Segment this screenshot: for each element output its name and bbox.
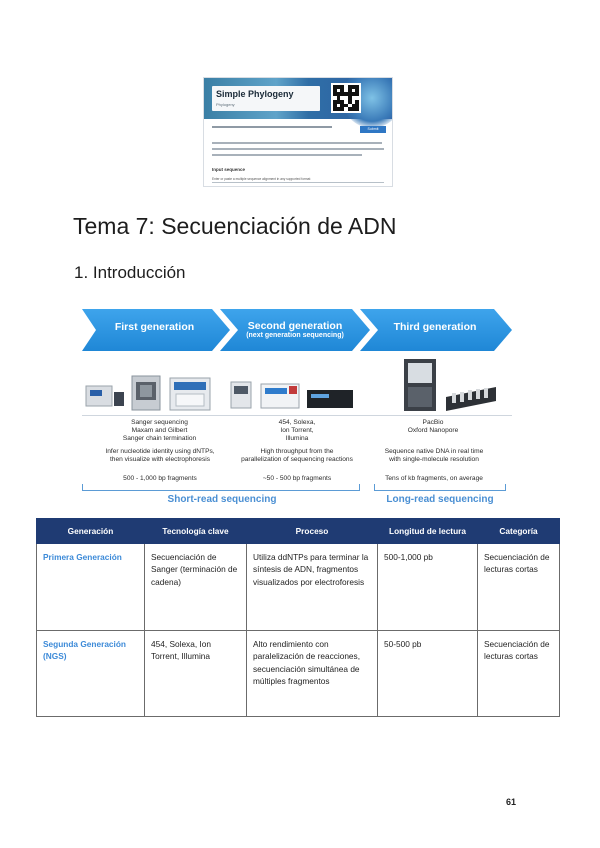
process-cell: Alto rendimiento con paralelización de r… (246, 630, 378, 717)
second-generation-sublabel: (next generation sequencing) (246, 332, 344, 339)
column-header: Categoría (477, 518, 560, 544)
chevron-third (360, 309, 512, 351)
column-header: Generación (36, 518, 145, 544)
third-gen-length: Tens of kb fragments, on average (385, 475, 483, 482)
screenshot-banner: Simple Phylogeny Phylogeny (204, 78, 392, 128)
category-cell: Secuenciación de lecturas cortas (477, 630, 560, 717)
screenshot-text-line (212, 126, 332, 128)
section-heading: 1. Introducción (74, 263, 186, 282)
third-generation-label: Third generation (393, 321, 477, 333)
page-number: 61 (506, 797, 517, 807)
chevron-first (82, 309, 230, 351)
screenshot-text-line (212, 148, 384, 150)
table-row: Segunda Generación (NGS) 454, Solexa, Io… (36, 630, 560, 717)
simple-phylogeny-screenshot: Simple Phylogeny Phylogeny Submit Input … (203, 77, 393, 187)
read-length-cell: 500-1,000 pb (377, 543, 478, 631)
short-read-label: Short-read sequencing (167, 494, 277, 505)
second-gen-technologies: 454, Solexa, Ion Torrent, Illumina (278, 419, 316, 442)
read-length-cell: 50-500 pb (377, 630, 478, 717)
first-gen-length: 500 - 1,000 bp fragments (123, 475, 197, 482)
column-header: Longitud de lectura (377, 518, 478, 544)
first-gen-method: Infer nucleotide identity using dNTPs, t… (105, 448, 215, 463)
screenshot-subtitle: Phylogeny (216, 102, 235, 107)
first-gen-instruments-image (85, 375, 211, 411)
screenshot-title: Simple Phylogeny (216, 89, 294, 99)
long-read-bracket (374, 484, 506, 491)
short-read-bracket (82, 484, 360, 491)
third-gen-method: Sequence native DNA in real time with si… (384, 448, 484, 463)
sequencing-generations-figure: First generation Second generation (next… (82, 309, 512, 512)
third-gen-instruments-image (404, 359, 496, 411)
column-header: Proceso (246, 518, 378, 544)
technology-cell: Secuenciación de Sanger (terminación de … (144, 543, 247, 631)
figure-divider (82, 415, 512, 416)
first-generation-label: First generation (114, 321, 195, 333)
second-generation-label: Second generation (next generation seque… (220, 321, 370, 341)
chevron-second (220, 309, 370, 351)
screenshot-text-line (212, 154, 362, 156)
page-title: Tema 7: Secuenciación de ADN (73, 213, 397, 239)
sequence-input[interactable]: Enter or paste a multiple sequence align… (212, 175, 384, 183)
second-gen-method: High throughput from the parallelization… (241, 448, 353, 463)
second-gen-instruments-image (230, 381, 353, 409)
process-cell: Utiliza ddNTPs para terminar la síntesis… (246, 543, 378, 631)
generation-chevrons (82, 309, 512, 351)
technology-cell: 454, Solexa, Ion Torrent, Illumina (144, 630, 247, 717)
title-box (212, 86, 320, 111)
second-generation-title: Second generation (247, 320, 343, 332)
table-header-row: Generación Tecnología clave Proceso Long… (36, 518, 560, 544)
generations-table: Generación Tecnología clave Proceso Long… (36, 518, 560, 717)
third-gen-technologies: PacBio Oxford Nanopore (407, 419, 459, 434)
qr-code-icon (331, 83, 361, 113)
input-label: Input sequence (212, 167, 246, 172)
screenshot-text-line (212, 142, 382, 144)
category-cell: Secuenciación de lecturas cortas (477, 543, 560, 631)
submit-button[interactable]: Submit (360, 126, 386, 133)
first-gen-technologies: Sanger sequencing Maxam and Gilbert Sang… (122, 419, 197, 442)
generation-cell: Primera Generación (36, 543, 145, 631)
second-gen-length: ~50 - 500 bp fragments (262, 475, 332, 482)
generation-cell: Segunda Generación (NGS) (36, 630, 145, 717)
long-read-label: Long-read sequencing (386, 494, 494, 505)
table-row: Primera Generación Secuenciación de Sang… (36, 543, 560, 631)
column-header: Tecnología clave (144, 518, 247, 544)
